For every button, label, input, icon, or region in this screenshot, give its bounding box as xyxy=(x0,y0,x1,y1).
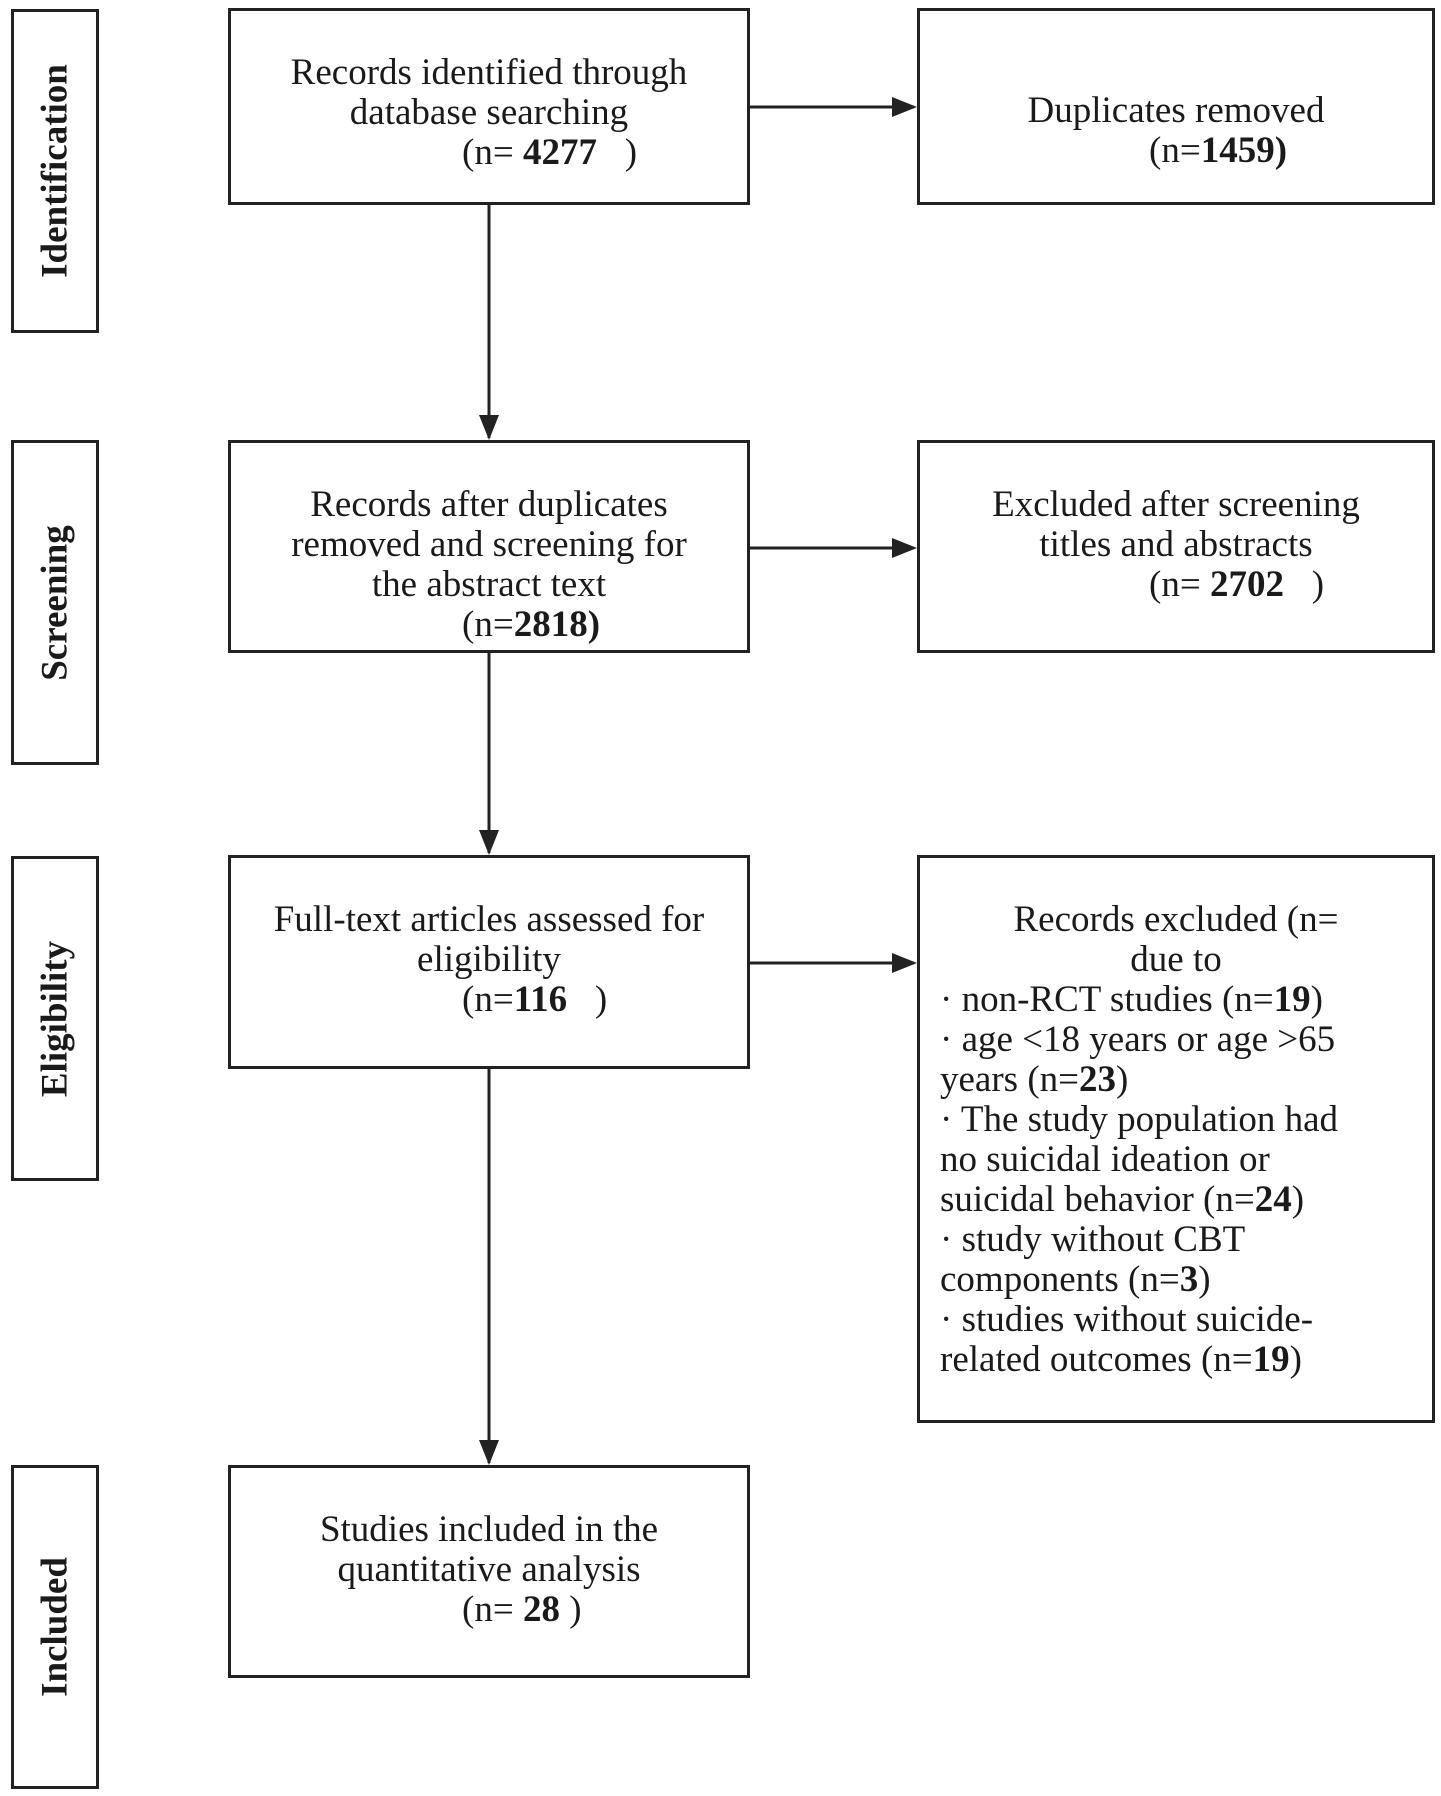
duplicates-removed-line1: Duplicates removed xyxy=(1027,90,1325,131)
excluded-screening-line1: Excluded after screening xyxy=(992,484,1360,525)
records-screened-line1: Records after duplicates xyxy=(310,484,668,525)
records-excluded-box: Records excluded (n= due to · non-RCT st… xyxy=(917,855,1435,1423)
duplicates-removed-box: Duplicates removed (n=1459) xyxy=(917,8,1435,205)
stage-eligibility: Eligibility xyxy=(11,856,99,1181)
records-screened-box: Records after duplicates removed and scr… xyxy=(228,440,750,653)
records-excluded-header1: Records excluded (n= xyxy=(1013,899,1339,940)
excluded-screening-count: (n= 2702 ) xyxy=(1149,564,1325,605)
fulltext-assessed-box: Full-text articles assessed for eligibil… xyxy=(228,855,750,1069)
arrowhead-down-1 xyxy=(479,415,499,440)
exclusion-reason-outcomes-line2: related outcomes (n=19) xyxy=(940,1339,1302,1380)
exclusion-reason-age-line2: years (n=23) xyxy=(940,1059,1129,1100)
studies-included-line2: quantitative analysis xyxy=(337,1549,641,1590)
arrowhead-down-2 xyxy=(479,830,499,855)
records-screened-count: (n=2818) xyxy=(462,604,601,645)
exclusion-reason-cbt-line1: · study without CBT xyxy=(940,1219,1246,1260)
arrowhead-down-3 xyxy=(479,1440,499,1465)
records-identified-count: (n= 4277 ) xyxy=(462,132,638,173)
records-screened-line3: the abstract text xyxy=(371,564,607,605)
arrowhead-right-3 xyxy=(892,953,917,973)
excluded-screening-box: Excluded after screening titles and abst… xyxy=(917,440,1435,653)
stage-identification: Identification xyxy=(11,9,99,333)
studies-included-count: (n= 28 ) xyxy=(462,1589,582,1630)
records-excluded-header2: due to xyxy=(1130,939,1222,980)
studies-included-box: Studies included in the quantitative ana… xyxy=(228,1465,750,1678)
exclusion-reason-outcomes-line1: · studies without suicide- xyxy=(940,1299,1314,1340)
exclusion-reason-population-line3: suicidal behavior (n=24) xyxy=(940,1179,1305,1220)
records-screened-line2: removed and screening for xyxy=(291,524,687,565)
stage-screening: Screening xyxy=(11,440,99,765)
duplicates-removed-count: (n=1459) xyxy=(1149,130,1288,171)
fulltext-assessed-line1: Full-text articles assessed for xyxy=(273,899,705,940)
arrowhead-right-1 xyxy=(892,97,917,117)
fulltext-assessed-line2: eligibility xyxy=(417,939,561,980)
fulltext-assessed-count: (n=116 ) xyxy=(462,979,608,1020)
records-identified-box: Records identified through database sear… xyxy=(228,8,750,205)
exclusion-reason-population-line2: no suicidal ideation or xyxy=(940,1139,1270,1180)
stage-included: Included xyxy=(11,1465,99,1789)
exclusion-reason-cbt-line2: components (n=3) xyxy=(940,1259,1211,1300)
records-identified-line1: Records identified through xyxy=(290,52,688,93)
studies-included-line1: Studies included in the xyxy=(319,1509,659,1550)
exclusion-reason-age-line1: · age <18 years or age >65 xyxy=(940,1019,1336,1060)
exclusion-reason-non-rct: · non-RCT studies (n=19) xyxy=(940,979,1323,1020)
exclusion-reason-population-line1: · The study population had xyxy=(940,1099,1339,1140)
arrowhead-right-2 xyxy=(892,538,917,558)
excluded-screening-line2: titles and abstracts xyxy=(1039,524,1313,565)
records-identified-line2: database searching xyxy=(349,92,629,133)
